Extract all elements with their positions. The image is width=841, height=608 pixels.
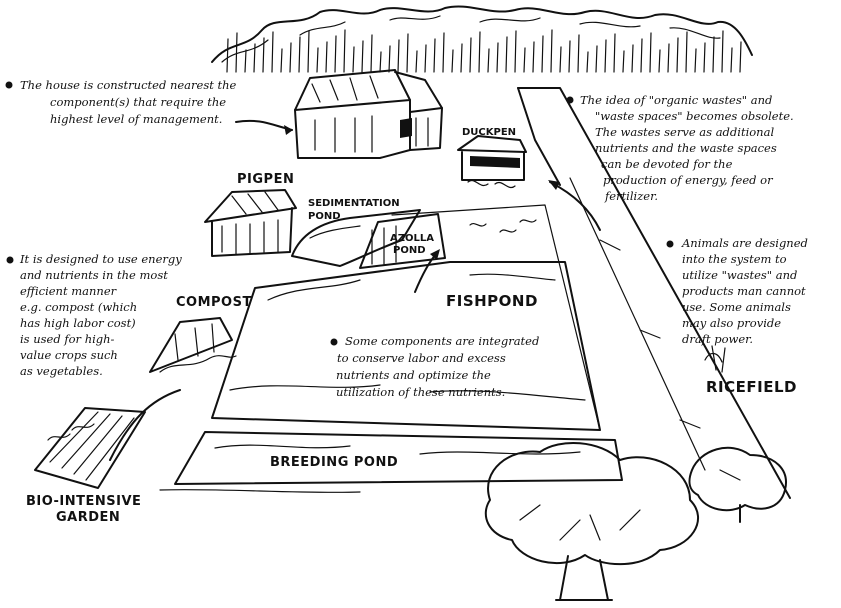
compost (149, 317, 237, 373)
tree-trunk (604, 39, 607, 73)
tree-trunk (253, 43, 256, 73)
tree-trunk (442, 32, 445, 73)
bullet-integrated (330, 338, 338, 346)
bullet-house (5, 81, 13, 89)
duckpen (457, 135, 527, 188)
label-breeding-pond: BREEDING POND (270, 455, 398, 470)
tree-trunk (613, 33, 616, 73)
tree-trunk (316, 47, 319, 73)
tree-trunk (514, 30, 517, 73)
tree-trunk (298, 36, 301, 73)
tree-trunk (667, 43, 670, 73)
label-sedimentation: SEDIMENTATION POND (308, 198, 403, 222)
pigpen (204, 189, 297, 257)
label-compost: COMPOST (176, 295, 252, 310)
tree-trunk (334, 35, 337, 73)
breeding-pond (159, 431, 623, 494)
tree-trunk (703, 42, 706, 73)
tree-trunk (460, 43, 463, 73)
tree-trunk (676, 37, 679, 73)
arrow-house (235, 119, 293, 135)
tree-trunk (406, 33, 409, 73)
tree-trunk (307, 30, 310, 73)
label-ricefield: RICEFIELD (706, 378, 797, 396)
tree-trunk (361, 40, 364, 73)
tree-trunk (262, 37, 265, 73)
azolla-pond (359, 213, 446, 269)
tree-trunk (550, 29, 553, 73)
tree-trunk (370, 34, 373, 73)
tree-trunk (730, 47, 733, 73)
note-wastes: The idea of "organic wastes" and "waste … (580, 93, 797, 203)
tree-trunk (487, 48, 490, 73)
tree-trunk (721, 30, 724, 73)
tree-trunk (640, 38, 643, 73)
tree-trunk (226, 38, 229, 73)
tree-trunk (469, 37, 472, 73)
bullet-animals (666, 240, 674, 248)
tree-trunk (685, 31, 688, 73)
tree-trunk (649, 32, 652, 73)
tree-trunk (343, 29, 346, 73)
tree-trunk (712, 36, 715, 73)
tree-trunk (415, 50, 418, 73)
tree-trunk (523, 47, 526, 73)
garden (34, 389, 181, 489)
tree-trunk (694, 48, 697, 73)
label-garden: BIO-INTENSIVE GARDEN (26, 494, 146, 525)
tree-trunk (739, 41, 742, 73)
tree-trunk (577, 34, 580, 73)
tree-trunk (451, 49, 454, 73)
label-duckpen: DUCKPEN (462, 127, 516, 138)
note-animals: Animals are designed into the system to … (681, 236, 812, 346)
tree-trunk (559, 46, 562, 73)
tree-trunk (289, 42, 292, 73)
tree-line (211, 5, 753, 73)
tree-trunk (388, 45, 391, 73)
tree-trunk (541, 35, 544, 73)
tree-trunk (505, 36, 508, 73)
tree-trunk (271, 31, 274, 73)
tree-trunk (532, 41, 535, 73)
note-house: The house is constructed nearest the com… (20, 78, 240, 126)
tree-trunk (352, 46, 355, 73)
tree-trunk (244, 49, 247, 73)
tree-trunk (568, 40, 571, 73)
tree-trunk (379, 51, 382, 73)
tree-trunk (478, 31, 481, 73)
tree-trunk (433, 38, 436, 73)
bullet-wastes (566, 96, 574, 104)
tree-trunk (424, 44, 427, 73)
small-tree (688, 446, 787, 523)
arrow-duckpen (548, 180, 601, 231)
tree-trunk (280, 48, 283, 73)
tree-trunk (325, 41, 328, 73)
label-pigpen: PIGPEN (237, 172, 294, 187)
tree-trunk (658, 49, 661, 73)
arrow-azolla (414, 249, 440, 293)
sedimentation-pond (291, 209, 421, 267)
note-integrated: Some components are integrated to conser… (336, 334, 543, 399)
tree-trunk (496, 42, 499, 73)
tree-trunk (586, 51, 589, 73)
tree-trunk (397, 39, 400, 73)
tree (484, 442, 700, 601)
house (294, 69, 443, 159)
bullet-energy (6, 256, 14, 264)
tree-trunk (595, 45, 598, 73)
tree-trunk (622, 50, 625, 73)
tree-trunk (235, 32, 238, 73)
fishpond (211, 204, 601, 431)
label-azolla: AZOLLA POND (390, 233, 437, 256)
ricefield-area (517, 87, 791, 499)
tree-trunk (631, 44, 634, 73)
note-energy: It is designed to use energy and nutrien… (19, 252, 185, 378)
label-fishpond: FISHPOND (446, 292, 538, 310)
